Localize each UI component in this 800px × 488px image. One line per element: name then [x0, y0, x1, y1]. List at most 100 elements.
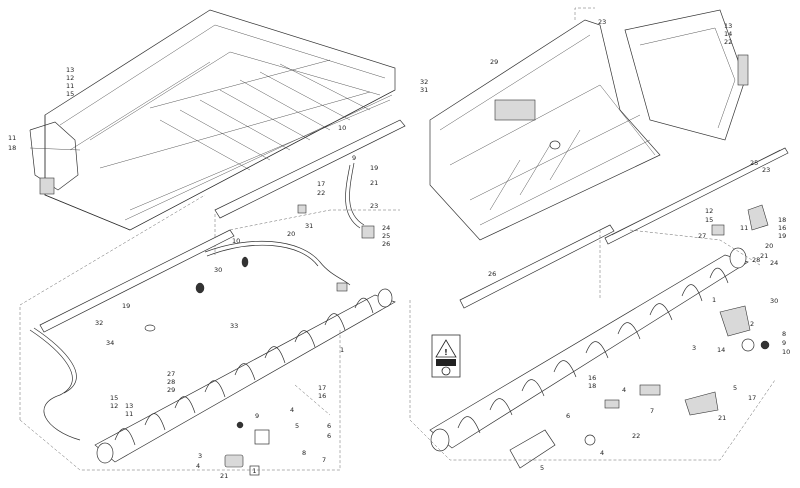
right-header-frame [429, 19, 661, 241]
callout-label: 20 [765, 242, 773, 250]
callout-label: 18 [8, 144, 16, 152]
callout-label: 6 [327, 432, 331, 440]
callout-label: 26 [382, 240, 390, 248]
left-auger [94, 288, 396, 464]
left-hydraulic-hose-2 [204, 240, 351, 286]
callout-label: 19 [370, 164, 378, 172]
left-long-hose [29, 327, 81, 441]
left-hydraulic-hose-1 [345, 162, 365, 229]
callout-label: 18 [778, 216, 786, 224]
right-guard-bar [459, 224, 615, 309]
callout-label: 25 [750, 159, 758, 167]
callout-label: 7 [650, 407, 654, 415]
callout-label: 5 [295, 422, 299, 430]
callout-label: 25 [382, 232, 390, 240]
callout-label: 9 [352, 154, 356, 162]
callout-label: 30 [214, 266, 222, 274]
callout-label: 16 [778, 224, 786, 232]
callout-label: 30 [770, 297, 778, 305]
callout-label: 5 [540, 464, 544, 472]
callout-label: 8 [302, 449, 306, 457]
callout-label: 4 [290, 406, 294, 414]
callout-label: 19 [778, 232, 786, 240]
callout-label: 21 [760, 252, 768, 260]
callout-label: 32 [420, 78, 428, 86]
callout-label: 13 [724, 22, 732, 30]
callout-label: 23 [762, 166, 770, 174]
callout-label: 22 [317, 189, 325, 197]
callout-label: 15 [110, 394, 118, 402]
right-auger [429, 247, 749, 452]
callout-label: 17 [748, 394, 756, 402]
callout-label: 11 [740, 224, 748, 232]
callout-label: 31 [305, 222, 313, 230]
callout-label: 1 [340, 346, 344, 354]
callout-label: 10 [338, 124, 346, 132]
callout-label: 28 [167, 378, 175, 386]
callout-label: 5 [733, 384, 737, 392]
callout-label: 1 [712, 296, 716, 304]
rotation-symbol-icon [441, 366, 451, 376]
callout-label: 14 [717, 346, 725, 354]
warning-decal: ! [431, 334, 461, 378]
callout-label: 15 [705, 216, 713, 224]
right-reel-shaft [604, 147, 789, 245]
callout-label: 26 [488, 270, 496, 278]
callout-label: 3 [198, 452, 202, 460]
right-side-panel [624, 9, 749, 141]
callout-label: 34 [106, 339, 114, 347]
callout-label: 14 [724, 30, 732, 38]
left-leader-dashes [19, 194, 400, 471]
callout-label: 20 [287, 230, 295, 238]
callout-label: 17 [318, 384, 326, 392]
callout-label: 10 [232, 237, 240, 245]
callout-label: 12 [110, 402, 118, 410]
callout-label: 29 [490, 58, 498, 66]
callout-label: 8 [782, 330, 786, 338]
callout-label: 11 [8, 134, 16, 142]
caution-triangle-icon [435, 339, 457, 358]
callout-labels: 13 12 11 15 11 18 10 9 19 21 23 24 25 26… [8, 18, 790, 480]
callout-label: 6 [327, 422, 331, 430]
callout-label: 32 [95, 319, 103, 327]
callout-label: 13 [66, 66, 74, 74]
callout-label: 21 [718, 414, 726, 422]
callout-label: 21 [370, 179, 378, 187]
callout-label: 3 [692, 344, 696, 352]
callout-label: 33 [230, 322, 238, 330]
left-header-frame [29, 9, 396, 231]
callout-label: 15 [66, 90, 74, 98]
callout-label: 27 [167, 370, 175, 378]
callout-label: 4 [196, 462, 200, 470]
callout-label: 10 [782, 348, 790, 356]
callout-label: 11 [125, 410, 133, 418]
callout-label: 29 [167, 386, 175, 394]
callout-label: 18 [588, 382, 596, 390]
hand-crush-warning-icon [436, 359, 456, 366]
callout-label: 7 [322, 456, 326, 464]
callout-label: 12 [66, 74, 74, 82]
callout-label: 22 [632, 432, 640, 440]
callout-label: 22 [724, 38, 732, 46]
callout-label: 31 [420, 86, 428, 94]
boxed-callout [249, 465, 260, 476]
callout-label: 16 [588, 374, 596, 382]
callout-label: 9 [255, 412, 259, 420]
callout-label: 6 [566, 412, 570, 420]
callout-label: 16 [318, 392, 326, 400]
callout-label: 17 [317, 180, 325, 188]
callout-label: 23 [370, 202, 378, 210]
callout-label: 19 [122, 302, 130, 310]
callout-label: 13 [125, 402, 133, 410]
callout-label: 12 [705, 207, 713, 215]
callout-label: 24 [382, 224, 390, 232]
callout-label: 23 [598, 18, 606, 26]
svg-text:!: ! [444, 348, 448, 357]
callout-label: 4 [600, 449, 604, 457]
right-leader-dashes [409, 7, 776, 461]
callout-label: 9 [782, 339, 786, 347]
boxed-callout-label: 1 [252, 467, 256, 475]
callout-label: 2 [750, 320, 754, 328]
right-bearing-parts [509, 204, 770, 469]
